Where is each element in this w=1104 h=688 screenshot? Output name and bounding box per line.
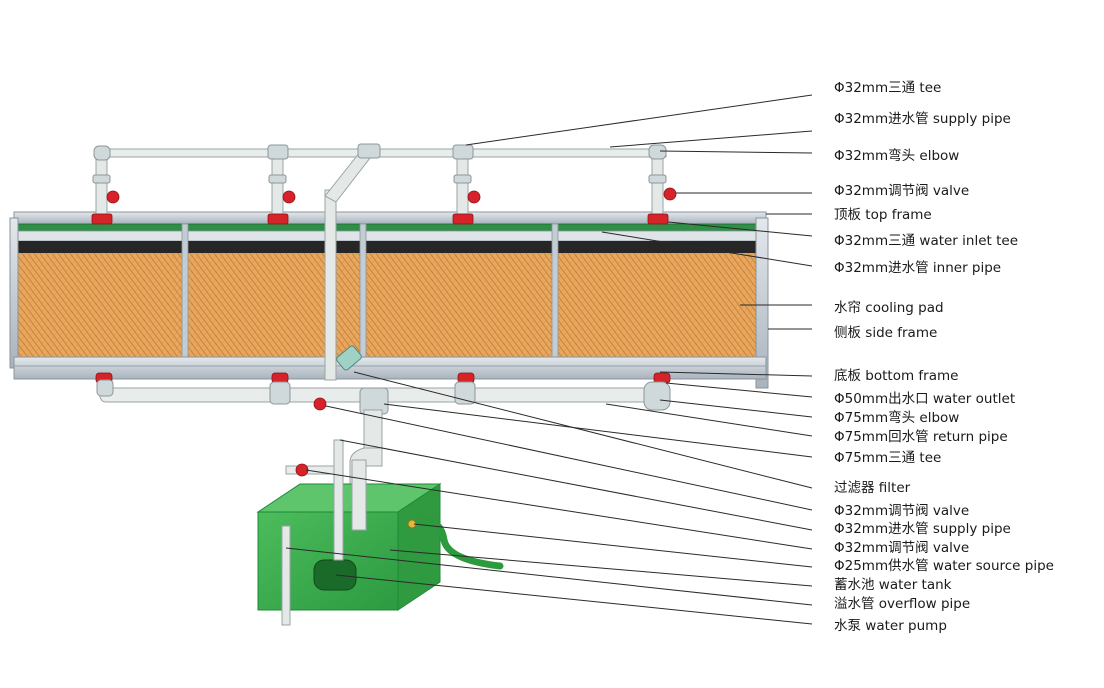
elbow-32 [94,146,110,160]
water-inlet-strip [14,224,766,231]
panel-divider [552,224,558,364]
inlet-tee [92,214,112,224]
label-side-frame: 侧板 side frame [834,325,937,341]
cooling-pad-panel-3 [366,253,552,357]
label-water-tank: 蓄水池 water tank [834,577,952,593]
pipe-coupling [269,175,286,183]
label-inner-pipe: Φ32mm进水管 inner pipe [834,260,1001,276]
water-tank-assembly [258,440,500,625]
tank-supply-pipe [334,440,343,560]
pad-top-dark-band [14,241,762,253]
label-supply-pipe-top: Φ32mm进水管 supply pipe [834,111,1011,127]
label-filter: 过滤器 filter [834,480,911,496]
return-drop [270,382,290,404]
cooling-pad-assembly [10,212,768,388]
label-tee-32: Φ32mm三通 tee [834,80,941,96]
tee-32 [453,145,473,159]
label-valve-top: Φ32mm调节阀 valve [834,183,969,199]
pipe-coupling [649,175,666,183]
bottom-frame [14,357,766,379]
riser-elbow [325,152,370,202]
label-elbow-75: Φ75mm弯头 elbow [834,409,959,426]
label-elbow-32: Φ32mm弯头 elbow [834,147,959,164]
overflow-pipe [282,526,290,625]
cooling-pad-panel-1 [16,253,182,357]
label-supply-pipe-low: Φ32mm进水管 supply pipe [834,521,1011,537]
label-valve-low: Φ32mm调节阀 valve [834,540,969,556]
inner-pipe-band [14,231,766,241]
panel-divider [182,224,188,364]
label-inlet-tee: Φ32mm三通 water inlet tee [834,233,1018,249]
elbow-75 [644,382,670,410]
valve-handle [468,191,480,203]
label-water-outlet: Φ50mm出水口 water outlet [834,391,1015,407]
return-drop [97,380,113,396]
tank-return-pipe [352,460,366,530]
side-frame-left [10,218,18,368]
label-top-frame: 顶板 top frame [834,207,932,223]
valve-handle [664,188,676,200]
label-tee-75: Φ75mm三通 tee [834,450,941,466]
label-group: Φ32mm三通 tee Φ32mm进水管 supply pipe Φ32mm弯头… [834,80,1054,634]
top-center-tee [358,144,380,158]
inlet-tee [648,214,668,224]
cooling-pad-panel-4 [558,253,756,357]
water-pump [314,560,356,590]
label-return-pipe: Φ75mm回水管 return pipe [834,429,1008,445]
valve-mid [314,398,326,410]
elbow-32 [649,145,666,159]
riser-pipe [325,190,336,380]
inlet-tee [453,214,473,224]
inlet-tee [268,214,288,224]
label-source-pipe: Φ25mm供水管 water source pipe [834,558,1054,574]
pipe-coupling [454,175,471,183]
label-cooling-pad: 水帘 cooling pad [834,300,944,316]
valve-handle [283,191,295,203]
label-overflow-pipe: 溢水管 overflow pipe [834,596,970,612]
tee-32 [268,145,288,159]
panel-divider [360,224,366,364]
pipe-coupling [93,175,110,183]
label-water-pump: 水泵 water pump [834,618,947,634]
supply-pipe-top [100,149,666,157]
valve-handle [107,191,119,203]
return-drop [455,382,475,404]
label-bottom-frame: 底板 bottom frame [834,368,958,384]
label-valve-mid: Φ32mm调节阀 valve [834,503,969,519]
